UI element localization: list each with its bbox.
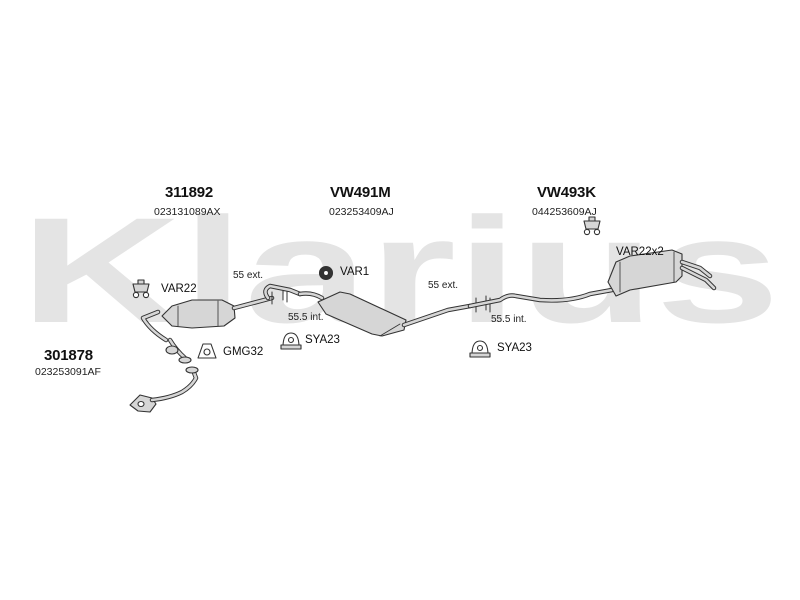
front-pipe: [129, 309, 199, 413]
clamp-icon: [469, 340, 491, 358]
clamp-icon: [280, 332, 302, 350]
middle-silencer-oem-number: 023253409AJ: [329, 206, 394, 218]
clamp-2-label: SYA23: [497, 342, 532, 354]
joint-1-ext-label: 55 ext.: [233, 270, 264, 281]
middle-silencer-part-number: VW491M: [330, 184, 391, 201]
ring-label: VAR1: [340, 266, 370, 278]
catalyst-oem-number: 023131089AX: [154, 206, 221, 218]
rear-silencer: [467, 249, 717, 309]
rubber-mount-icon: [583, 216, 601, 236]
joint-2-int-label: 55.5 int.: [491, 314, 527, 325]
catalyst: [161, 295, 275, 329]
rubber-mount-icon: [132, 279, 150, 299]
gasket-label: GMG32: [223, 346, 264, 358]
clamp-1-label: SYA23: [305, 334, 340, 346]
joint-2-ext-label: 55 ext.: [428, 280, 459, 291]
front-pipe-oem-number: 023253091AF: [35, 366, 101, 378]
catalyst-part-number: 311892: [165, 184, 214, 201]
rear-silencer-part-number: VW493K: [537, 184, 596, 201]
pipe-flange: [185, 366, 199, 374]
middle-silencer: [297, 291, 473, 337]
mount-rear-label: VAR22x2: [616, 246, 664, 258]
gasket-icon: [197, 343, 217, 359]
joint-1-int-label: 55.5 int.: [288, 312, 324, 323]
rubber-ring-icon: [318, 265, 334, 281]
downpipe-flange: [165, 345, 179, 355]
rear-silencer-oem-number: 044253609AJ: [532, 206, 597, 218]
mount-front-label: VAR22: [161, 283, 197, 295]
front-pipe-part-number: 301878: [44, 347, 93, 364]
